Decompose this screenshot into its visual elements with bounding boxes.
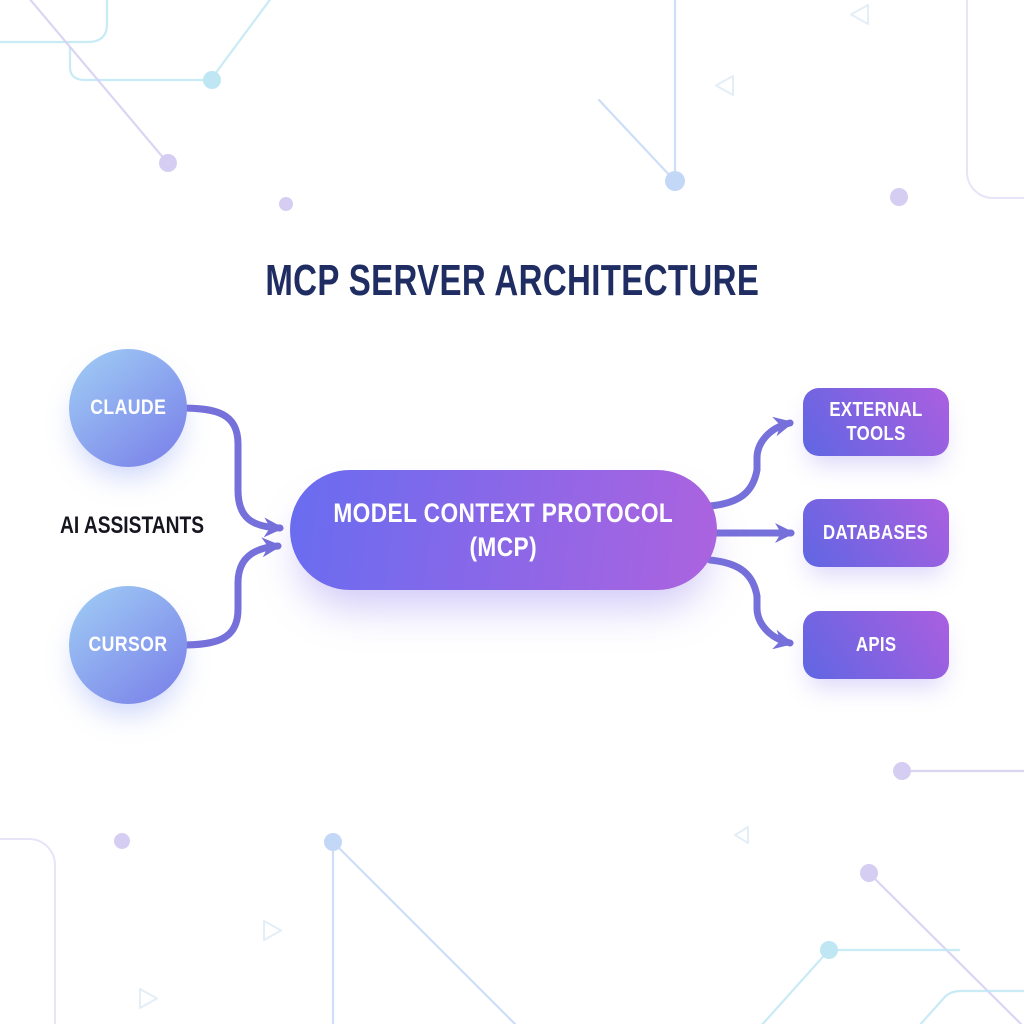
- deco-top-right-circuit: [597, 0, 1024, 206]
- group-label-ai-assistants: AI ASSISTANTS: [0, 512, 265, 540]
- arrow-mcp-to-apis: [706, 556, 794, 650]
- circuit-node-dot: [890, 188, 908, 206]
- node-external-tools-label: EXTERNAL TOOLS: [829, 399, 923, 445]
- group-label-text: AI ASSISTANTS: [60, 512, 205, 539]
- node-external-tools: EXTERNAL TOOLS: [803, 388, 949, 456]
- node-cursor: CURSOR: [69, 586, 187, 704]
- arrow-mcp-to-external-tools: [706, 416, 794, 510]
- deco-bottom-left-circuit: [0, 833, 517, 1024]
- node-mcp-label-line1: MODEL CONTEXT PROTOCOL: [333, 498, 674, 528]
- circuit-node-dot: [114, 833, 130, 849]
- circuit-node-dot: [820, 941, 838, 959]
- circuit-node-dot: [665, 171, 685, 191]
- outline-rect-decoration: [966, 0, 1024, 199]
- circuit-line: [331, 840, 517, 1024]
- node-claude-label: CLAUDE: [89, 396, 167, 419]
- circuit-line: [919, 989, 1024, 1024]
- circuit-line: [0, 0, 109, 44]
- node-databases-label: DATABASES: [823, 522, 929, 544]
- circuit-line: [210, 0, 272, 80]
- arrow-cursor-to-mcp: [176, 537, 282, 649]
- triangle-outline-icon: [734, 826, 749, 844]
- node-apis: APIS: [803, 611, 949, 679]
- circuit-line: [68, 46, 205, 82]
- deco-bottom-right-circuit: [734, 762, 1024, 1024]
- diagram-title-text: MCP SERVER ARCHITECTURE: [265, 256, 759, 305]
- circuit-line: [29, 0, 168, 163]
- node-cursor-label: CURSOR: [88, 633, 168, 656]
- circuit-node-dot: [159, 154, 177, 172]
- node-apis-label: APIS: [855, 634, 897, 656]
- circuit-node-dot: [203, 71, 221, 89]
- diagram-title: MCP SERVER ARCHITECTURE: [0, 256, 1024, 306]
- node-mcp-label-line2: (MCP): [469, 532, 538, 562]
- deco-top-left-circuit: [0, 0, 293, 211]
- node-databases: DATABASES: [803, 499, 949, 567]
- circuit-node-dot: [860, 864, 878, 882]
- node-mcp-protocol: MODEL CONTEXT PROTOCOL (MCP): [290, 470, 717, 590]
- triangle-outline-icon: [850, 4, 869, 25]
- circuit-line: [761, 948, 831, 1024]
- triangle-outline-icon: [263, 920, 282, 941]
- triangle-outline-icon: [715, 75, 734, 96]
- node-claude: CLAUDE: [69, 349, 187, 467]
- outline-rect-decoration: [0, 838, 56, 1024]
- circuit-node-dot: [324, 833, 342, 851]
- circuit-node-dot: [893, 762, 911, 780]
- circuit-line: [597, 98, 675, 181]
- arrow-claude-to-mcp: [176, 404, 284, 538]
- circuit-node-dot: [279, 197, 293, 211]
- triangle-outline-icon: [139, 988, 158, 1009]
